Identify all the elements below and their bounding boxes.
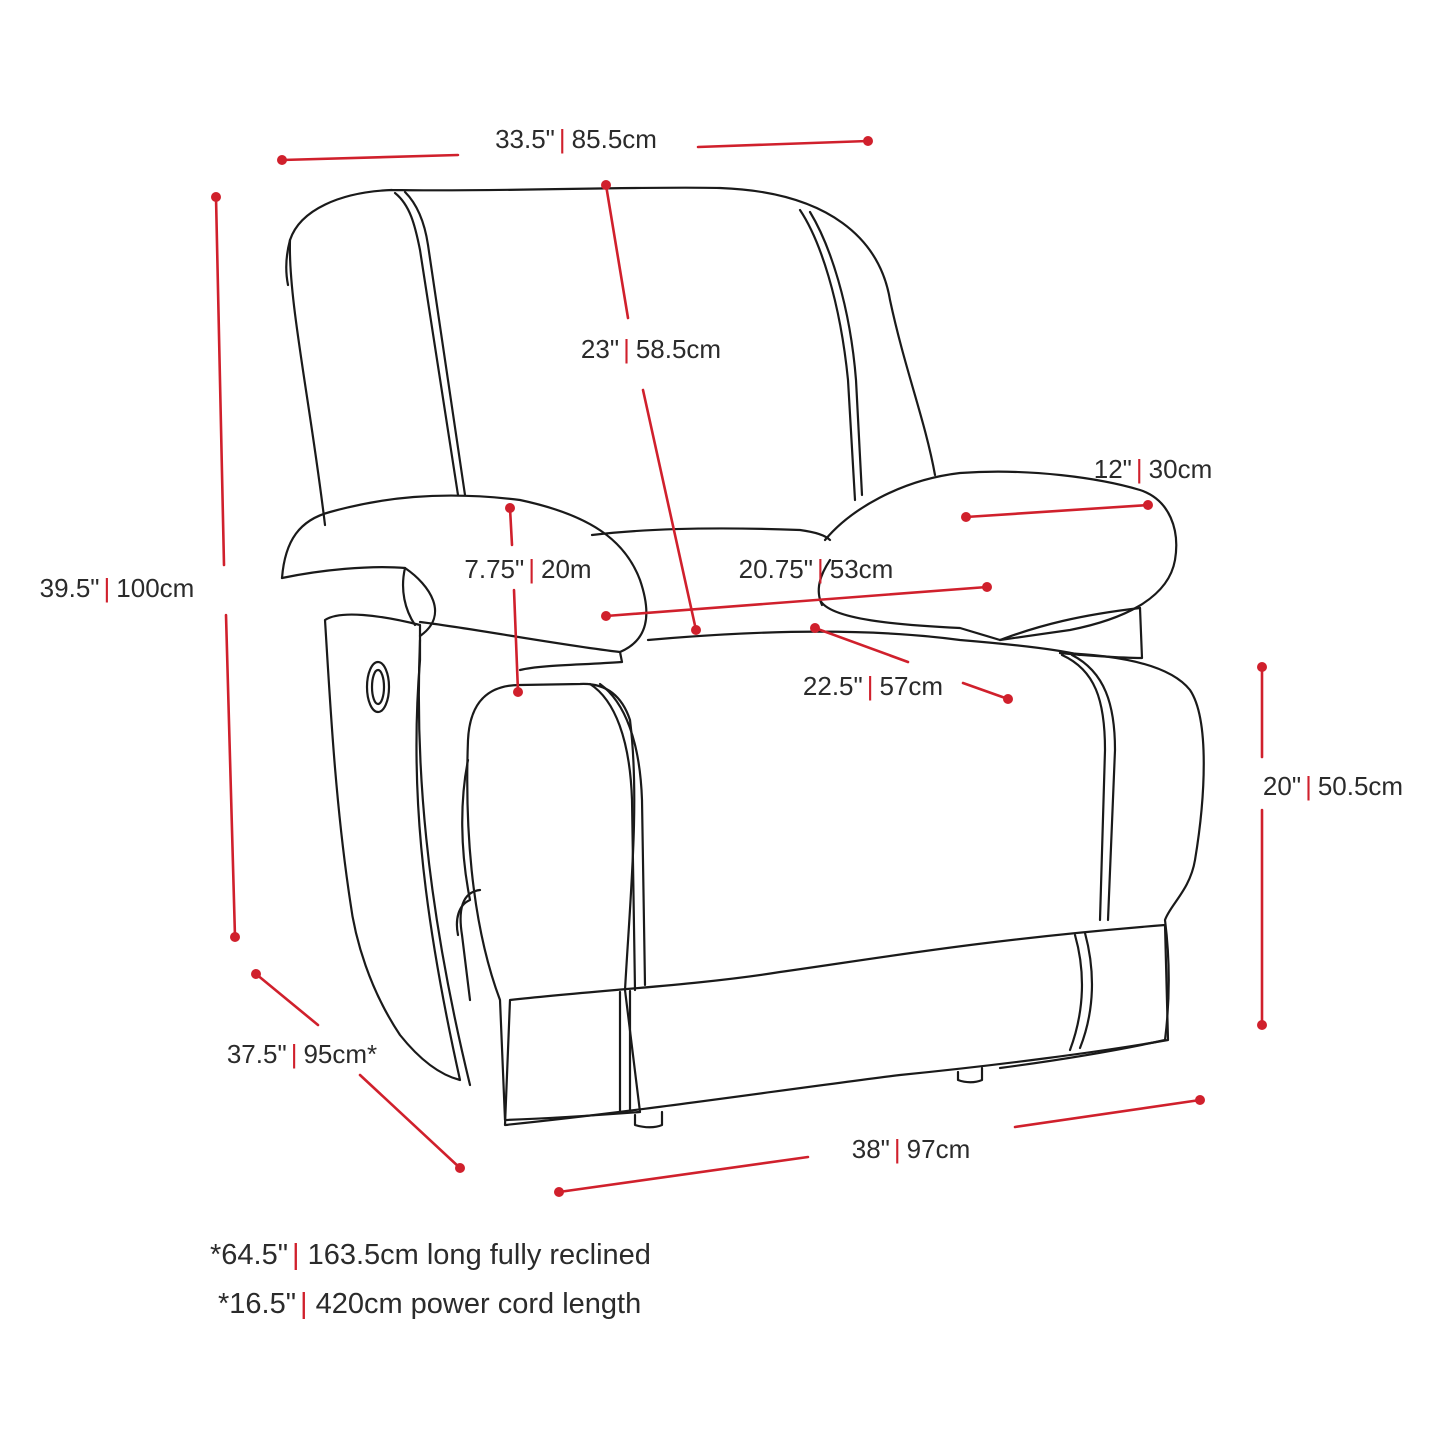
right-body-seam: [1060, 653, 1107, 922]
overall-height-endpoint-bottom: [230, 932, 240, 942]
footrest-seam-right: [1068, 933, 1084, 1052]
recliner-outline: [280, 186, 1205, 1129]
overall-height-line-bottom: [224, 613, 237, 939]
seat-front-edge: [646, 630, 1082, 657]
dimension-labels: 33.5"|85.5cm 23"|58.5cm 39.5"|100cm 12"|…: [40, 124, 1403, 1164]
label-back-height: 23"|58.5cm: [581, 334, 721, 364]
overall-depth-endpoint-bottom: [455, 1163, 465, 1173]
label-overall-height: 39.5"|100cm: [40, 573, 195, 603]
power-button[interactable]: [365, 660, 391, 714]
backrest-seam-right: [798, 208, 857, 502]
left-side-inner-edge: [417, 638, 472, 1087]
left-arm-fold: [403, 566, 437, 638]
back-height-endpoint-top: [601, 180, 611, 190]
footnotes: *64.5"|163.5cm long fully reclined *16.5…: [210, 1239, 651, 1320]
seat-depth-line-bottom: [961, 681, 1010, 701]
label-overall-depth: 37.5"|95cm*: [227, 1039, 377, 1069]
left-arm-front-pad: [466, 682, 642, 1122]
back-height-line-top: [604, 183, 630, 320]
bottom-width-endpoint-right: [1195, 1095, 1205, 1105]
back-height-line-bottom: [641, 388, 698, 632]
footrest: [503, 923, 1170, 1127]
arm-width-line: [964, 503, 1150, 519]
right-arm-front-face: [1058, 606, 1144, 660]
seat-width-endpoint-left: [601, 611, 611, 621]
seat-back-edge: [590, 527, 832, 542]
label-top-width: 33.5"|85.5cm: [495, 124, 657, 154]
label-bottom-width: 38"|97cm: [852, 1134, 971, 1164]
seat-depth-line-top: [813, 626, 910, 664]
right-arm-underside: [818, 598, 1142, 642]
left-arm-seam-inner: [598, 682, 647, 987]
top-width-line-left: [280, 153, 460, 162]
left-arm-front: [280, 566, 417, 627]
left-arm-knob: [459, 888, 482, 1002]
back-height-endpoint-bottom: [691, 625, 701, 635]
backrest-seam-left: [393, 191, 460, 497]
arm-width-endpoint-right: [1143, 500, 1153, 510]
footrest-seam-right-inner: [1078, 931, 1094, 1050]
backrest-seam-left-inner: [403, 190, 467, 497]
arm-height-line-bottom: [512, 588, 520, 694]
right-body-seam-inner: [1070, 653, 1117, 922]
bottom-width-endpoint-left: [554, 1187, 564, 1197]
overall-depth-line-top: [254, 972, 320, 1027]
dimension-lines: [211, 136, 1267, 1197]
label-arm-height: 7.75"|20m: [464, 554, 591, 584]
right-foot: [956, 1066, 984, 1084]
overall-height-endpoint-top: [211, 192, 221, 202]
seat-depth-endpoint-bottom: [1003, 694, 1013, 704]
right-arm-inner-fold: [817, 558, 832, 607]
arm-height-line-top: [508, 506, 514, 547]
left-side-panel: [323, 613, 462, 1082]
arm-height-endpoint-bottom: [513, 687, 523, 697]
seat-width-endpoint-right: [982, 582, 992, 592]
left-arm-side-curve: [455, 758, 472, 937]
right-arm-top: [823, 470, 1178, 642]
overall-height-line-top: [214, 195, 226, 567]
label-seat-width: 20.75"|53cm: [739, 554, 894, 584]
top-width-endpoint-right: [863, 136, 873, 146]
seat-height-endpoint-top: [1257, 662, 1267, 672]
backrest-seam-right-inner: [808, 210, 864, 497]
bottom-width-line-left: [557, 1155, 810, 1194]
arm-height-endpoint-top: [505, 503, 515, 513]
label-arm-width: 12"|30cm: [1094, 454, 1213, 484]
arm-width-endpoint-left: [961, 512, 971, 522]
top-width-endpoint-left: [277, 155, 287, 165]
label-seat-depth: 22.5"|57cm: [803, 671, 943, 701]
note-power-cord-length: *16.5"|420cm power cord length: [218, 1288, 641, 1320]
bottom-width-line-right: [1013, 1098, 1202, 1129]
seat-depth-endpoint-top: [810, 623, 820, 633]
overall-depth-endpoint-top: [251, 969, 261, 979]
left-arm-top: [280, 494, 648, 654]
backrest-outline: [288, 186, 937, 527]
left-arm-seam: [588, 682, 637, 992]
note-reclined-length: *64.5"|163.5cm long fully reclined: [210, 1239, 651, 1271]
label-seat-height: 20"|50.5cm: [1263, 771, 1403, 801]
seat-width-line: [604, 585, 989, 618]
top-width-line-right: [696, 139, 870, 149]
seat-height-endpoint-bottom: [1257, 1020, 1267, 1030]
backrest-left-edge: [285, 238, 292, 287]
overall-depth-line-bottom: [358, 1073, 462, 1170]
left-foot: [633, 1110, 664, 1129]
power-button-outer: [365, 660, 391, 714]
power-button-inner: [370, 668, 386, 706]
left-arm-underside: [418, 620, 624, 672]
